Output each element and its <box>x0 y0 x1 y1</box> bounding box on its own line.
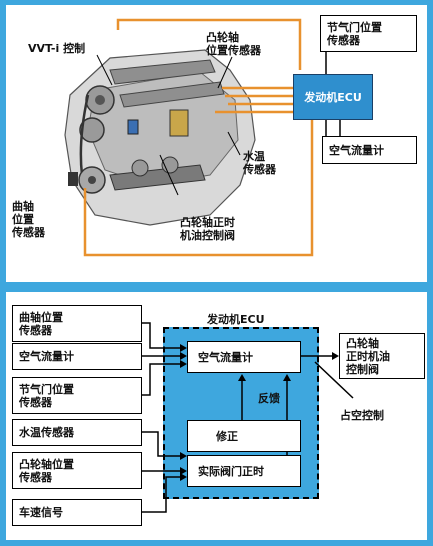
vvti-control-label: VVT-i 控制 <box>28 42 86 55</box>
ecu-correction-block: 修正 <box>187 420 301 452</box>
duty-control-label: 占空控制 <box>340 409 384 422</box>
throttle-position-sensor-box: 节气门位置 传感器 <box>320 15 417 52</box>
input-cam-sensor: 凸轮轴位置 传感器 <box>12 452 142 489</box>
input-crank-sensor: 曲轴位置 传感器 <box>12 305 142 342</box>
crank-position-sensor-label: 曲轴 位置 传感器 <box>12 200 45 239</box>
engine-ecu-box: 发动机ECU <box>293 74 373 120</box>
cam-position-sensor-label: 凸轮轴 位置传感器 <box>206 31 261 57</box>
ecu-title: 发动机ECU <box>207 313 265 326</box>
input-airflow-meter: 空气流量计 <box>12 343 142 370</box>
ecu-airflow-block: 空气流量计 <box>187 341 301 373</box>
output-oil-control-valve: 凸轮轴 正时机油 控制阀 <box>339 333 425 379</box>
ecu-actual-timing-block: 实际阀门正时 <box>187 455 301 487</box>
input-vehicle-speed: 车速信号 <box>12 499 142 526</box>
water-temp-sensor-label: 水温 传感器 <box>243 150 276 176</box>
input-water-temp-sensor: 水温传感器 <box>12 419 142 446</box>
feedback-label: 反馈 <box>258 392 280 405</box>
input-throttle-sensor: 节气门位置 传感器 <box>12 377 142 414</box>
airflow-meter-box: 空气流量计 <box>322 136 417 164</box>
oil-control-valve-label: 凸轮轴正时 机油控制阀 <box>180 216 235 242</box>
